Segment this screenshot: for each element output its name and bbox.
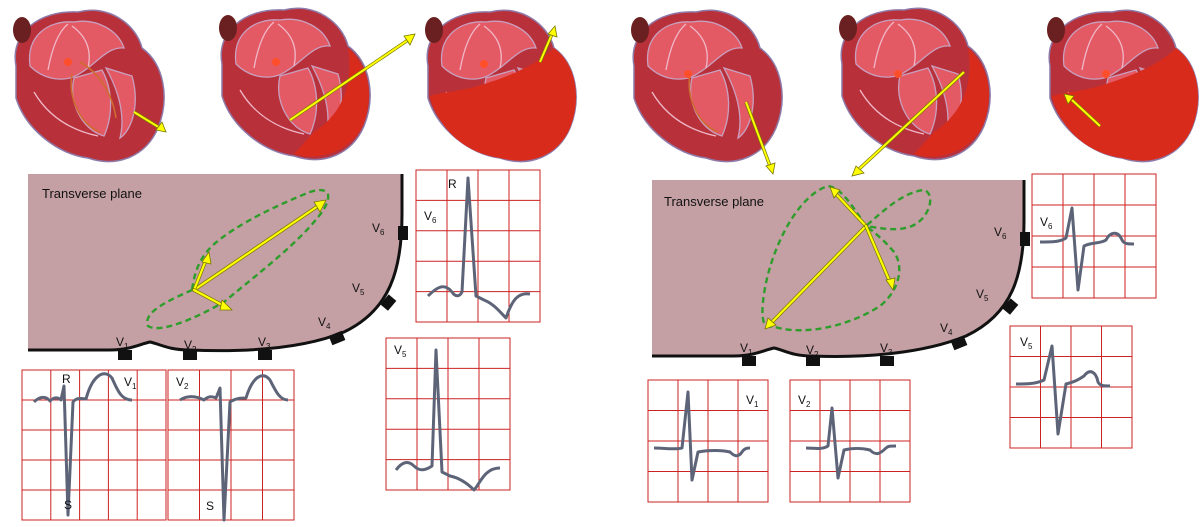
heart-icon xyxy=(218,7,371,161)
activation-vector xyxy=(133,111,161,129)
electrode-marker xyxy=(380,294,397,311)
electrode-labels: V1 V2 V3 V4 V5 V6 xyxy=(740,225,1007,359)
electrode-marker xyxy=(742,356,756,366)
vector-arrowhead xyxy=(155,121,167,133)
electrode-marker xyxy=(258,350,272,360)
electrode-marker xyxy=(328,330,346,346)
ecg-panel-left-v5: V5 xyxy=(385,337,511,492)
ecg-grid xyxy=(21,369,167,521)
electrode-marker xyxy=(806,356,820,366)
ecg-panel-left-v1: R V1 S xyxy=(21,369,167,521)
ecg-grid xyxy=(385,337,511,491)
svg-text:V6: V6 xyxy=(994,225,1007,241)
ecg-trace xyxy=(179,374,289,522)
svg-text:V1: V1 xyxy=(740,341,753,357)
wave-label-s: S xyxy=(64,498,72,512)
ecg-panel-left-v2: V2 S xyxy=(167,369,295,522)
lead-label: V5 xyxy=(1020,335,1033,351)
svg-text:V2: V2 xyxy=(806,343,819,359)
electrode-marker xyxy=(1002,298,1019,315)
ecg-grid xyxy=(167,369,295,521)
ecg-grid xyxy=(1031,173,1157,299)
plane-label: Transverse plane xyxy=(42,186,142,201)
electrode-marker xyxy=(880,356,894,366)
svg-text:V4: V4 xyxy=(940,321,953,337)
svg-text:V3: V3 xyxy=(880,341,893,357)
chest-electrodes xyxy=(742,232,1030,366)
heart-icon xyxy=(12,9,165,163)
ecg-panel-right-v5: V5 xyxy=(1009,325,1133,449)
vector-arrowhead xyxy=(1063,93,1075,105)
electrical-vectors xyxy=(192,199,327,311)
heart-icon xyxy=(838,7,991,161)
activation-vector xyxy=(857,71,965,171)
ecg-trace xyxy=(394,348,501,492)
lead-label: V1 xyxy=(746,393,759,409)
activation-vector xyxy=(539,33,553,63)
ecg-panel-right-v2: V2 xyxy=(789,379,911,503)
wave-label-r: R xyxy=(448,177,457,191)
left-transverse-plane: Transverse plane V1 V2 V3 xyxy=(28,174,408,360)
qrs-vector-loop xyxy=(761,184,932,332)
ecg-trace xyxy=(653,390,751,482)
electrode-labels: V1 V2 V3 V4 V5 V6 xyxy=(116,221,385,354)
activation-vector xyxy=(1071,99,1101,127)
activation-vector xyxy=(745,101,771,167)
ecg-trace xyxy=(805,406,897,480)
electrode-marker xyxy=(1020,232,1030,246)
ecg-trace xyxy=(32,372,133,517)
ecg-trace xyxy=(1039,206,1135,292)
ecg-grid xyxy=(1009,325,1133,449)
lead-label: V6 xyxy=(424,209,437,225)
ecg-panel-right-v6: V6 xyxy=(1031,173,1157,299)
ecg-panels: R V1 S V2 S V5 R V6 V1 xyxy=(21,169,1157,522)
plane-label: Transverse plane xyxy=(664,194,764,209)
ecg-grid xyxy=(789,379,911,503)
heart-icon xyxy=(630,9,783,163)
right-transverse-plane: Transverse plane V1 V2 V3 xyxy=(652,180,1030,366)
ecg-grid xyxy=(647,379,769,503)
svg-text:V3: V3 xyxy=(258,335,271,351)
heart-icon xyxy=(1046,9,1199,163)
heart-icon xyxy=(424,9,577,163)
electrode-marker xyxy=(398,226,408,240)
ecg-grid xyxy=(415,169,541,323)
svg-text:V2: V2 xyxy=(184,338,197,354)
lead-label: V2 xyxy=(798,393,811,409)
ecg-trace xyxy=(426,176,531,320)
ecg-trace xyxy=(1015,344,1111,436)
electrode-marker xyxy=(118,350,132,360)
svg-text:V6: V6 xyxy=(372,221,385,237)
chest-wall xyxy=(652,180,1026,358)
svg-text:V5: V5 xyxy=(352,281,365,297)
lead-label: V6 xyxy=(1040,215,1053,231)
lead-label: V5 xyxy=(394,343,407,359)
svg-text:V4: V4 xyxy=(318,315,331,331)
electrode-marker xyxy=(183,350,197,360)
vector-arrowhead xyxy=(765,162,776,175)
chest-electrodes xyxy=(118,226,408,360)
wave-label-s: S xyxy=(206,499,214,513)
svg-text:V5: V5 xyxy=(976,287,989,303)
ecg-panel-right-v1: V1 xyxy=(647,379,769,503)
vector-arrowhead xyxy=(547,25,558,38)
electrical-vectors xyxy=(764,186,896,330)
wave-label-r: R xyxy=(62,372,71,386)
electrode-marker xyxy=(950,335,968,351)
lead-label: V1 xyxy=(124,375,137,391)
qrs-vector-loop xyxy=(146,188,330,330)
vector-arrowhead xyxy=(403,33,416,46)
plane-region xyxy=(652,180,1024,357)
vector-arrowhead xyxy=(851,165,865,177)
activation-vector xyxy=(289,39,409,121)
heart-row xyxy=(12,7,1199,177)
chest-wall xyxy=(28,174,404,353)
lead-label: V2 xyxy=(176,375,189,391)
plane-region xyxy=(28,174,402,351)
ecg-panel-left-v6: R V6 xyxy=(415,169,541,323)
svg-text:V1: V1 xyxy=(116,335,129,351)
